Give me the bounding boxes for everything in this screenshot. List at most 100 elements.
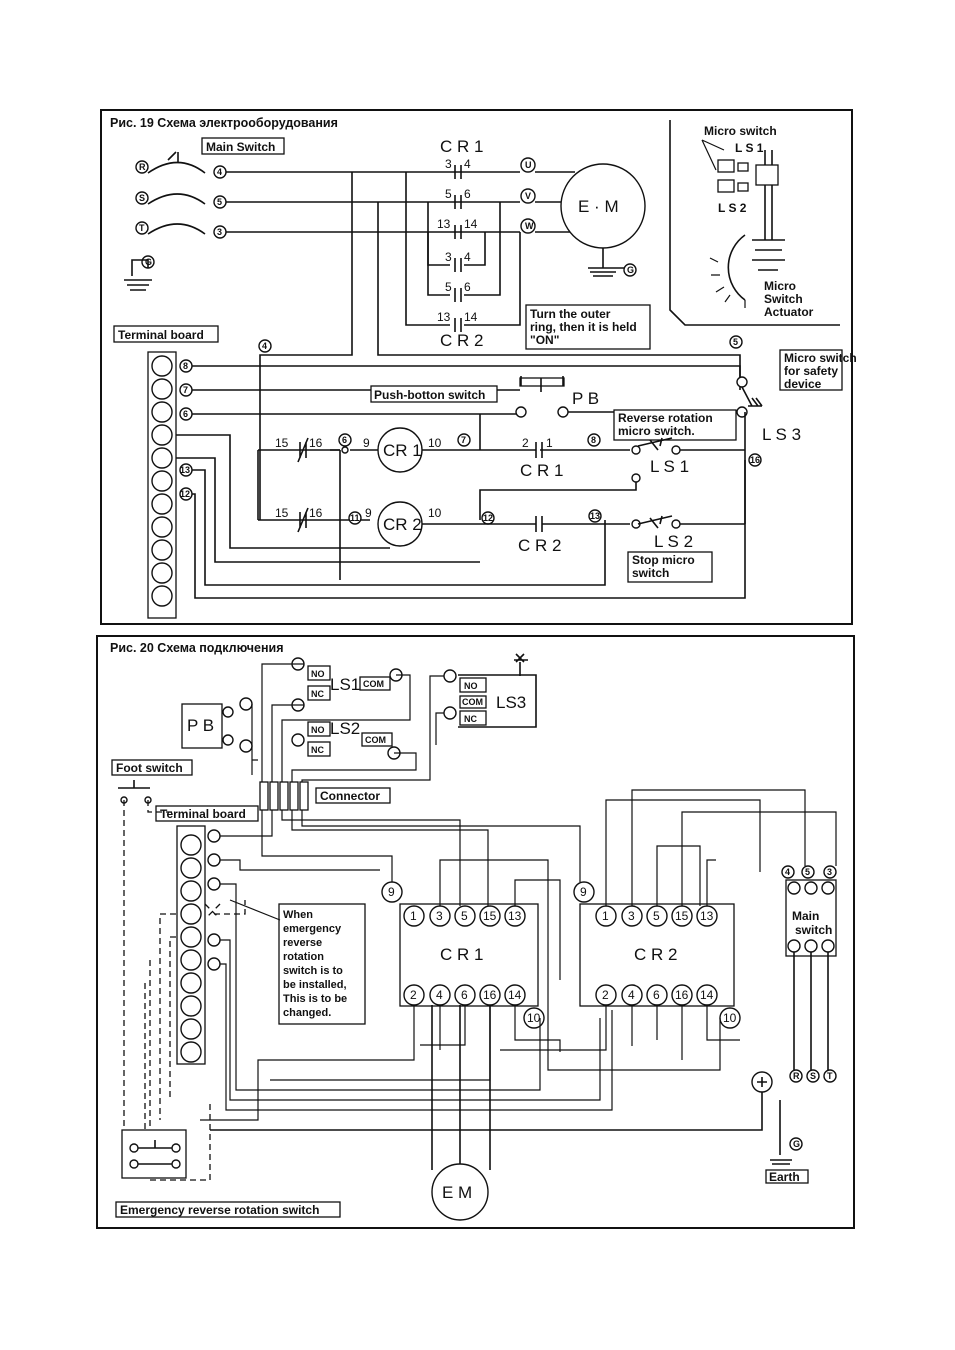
push-button-label: Push-botton switch (374, 388, 485, 402)
ls2-label: LS2 (330, 719, 360, 738)
note-6: be installed, (283, 979, 347, 991)
cr1-c2: 2 (522, 436, 529, 450)
main-term-3: 3 (217, 227, 222, 237)
ls2-com: COM (365, 735, 386, 745)
cr2-10: 10 (428, 506, 442, 520)
stop-2: switch (632, 566, 669, 580)
svg-text:2: 2 (410, 988, 417, 1002)
ls3-nc: NC (464, 714, 477, 724)
reverse-1: Reverse rotation (618, 411, 713, 425)
emergency-label: Emergency reverse rotation switch (120, 1203, 319, 1217)
c13: 13 (437, 217, 451, 231)
cr1-contact-label: C R 1 (520, 461, 563, 480)
svg-text:16: 16 (675, 988, 689, 1002)
motor-term-u: U (525, 160, 532, 170)
ls1-no: NO (311, 669, 325, 679)
tb-6: 6 (183, 409, 188, 419)
c14: 14 (464, 217, 478, 231)
stop-1: Stop micro (632, 553, 695, 567)
cr1-top-label: C R 1 (440, 137, 483, 156)
safety-3: device (784, 377, 822, 391)
ground-label: G (627, 265, 634, 275)
fig20-frame (96, 635, 855, 1229)
pb-label: P B (572, 389, 599, 408)
motor-term-v: V (525, 191, 531, 201)
cr2-coil-10: 10 (723, 1011, 737, 1025)
c14b: 14 (464, 310, 478, 324)
tb-13: 13 (180, 465, 190, 475)
fig19-terminal-circles (151, 355, 173, 607)
micro-switch-label: Micro switch (704, 124, 777, 138)
c5b: 5 (445, 280, 452, 294)
main-term-4: 4 (217, 167, 222, 177)
svg-text:4: 4 (785, 867, 790, 877)
svg-text:4: 4 (436, 988, 443, 1002)
ls1-label: LS1 (330, 675, 360, 694)
svg-text:1: 1 (602, 909, 609, 923)
svg-text:5: 5 (805, 867, 810, 877)
cr2-contact-label: C R 2 (518, 536, 561, 555)
rst-r: R (793, 1071, 800, 1081)
svg-text:6: 6 (461, 988, 468, 1002)
fig19-terminal-board: Terminal board (118, 328, 204, 342)
svg-text:6: 6 (653, 988, 660, 1002)
figure-19-electrical-schematic: Рис. 19 Схема электрооборудования Main S… (100, 109, 857, 625)
cr2-node-13: 13 (590, 511, 600, 521)
fig20-motor-label: E M (442, 1183, 472, 1202)
cr1-coil-10: 10 (527, 1011, 541, 1025)
ls1-com: COM (363, 679, 384, 689)
fig19-frame (100, 109, 853, 625)
note-2: emergency (283, 923, 342, 935)
node-4: 4 (262, 341, 267, 351)
cr1-node-7: 7 (461, 435, 466, 445)
svg-text:14: 14 (508, 988, 522, 1002)
ls2-nc: NC (311, 745, 324, 755)
ls1-nc: NC (311, 689, 324, 699)
c5: 5 (445, 187, 452, 201)
earth-g: G (793, 1139, 800, 1149)
cr2-top-terminals: 1 3 5 15 13 (595, 905, 718, 927)
turn-note-2: ring, then it is held (530, 320, 637, 334)
ls2-no: NO (311, 725, 325, 735)
rst-s: S (810, 1071, 816, 1081)
cr1-10: 10 (428, 436, 442, 450)
c6: 6 (464, 187, 471, 201)
main-switch-label: Main Switch (206, 140, 275, 154)
note-3: reverse (283, 937, 322, 949)
cr1-node-8: 8 (591, 435, 596, 445)
cr1-top-terminals: 1 3 5 15 13 (403, 905, 526, 927)
reverse-2: micro switch. (618, 424, 695, 438)
cr1-c1: 1 (546, 436, 553, 450)
cr2-node-11: 11 (350, 513, 360, 523)
c4b: 4 (464, 250, 471, 264)
cr2-coil-label: CR 2 (383, 515, 422, 534)
main-switch-1: Main (792, 909, 819, 923)
svg-text:14: 14 (700, 988, 714, 1002)
phase-r: R (139, 162, 146, 172)
connector-label: Connector (320, 789, 380, 803)
svg-text:3: 3 (628, 909, 635, 923)
ls3-no: NO (464, 681, 478, 691)
cr2-nc-16: 16 (309, 506, 323, 520)
fig20-terminal-board: Terminal board (160, 807, 246, 821)
cr1-coil-9: 9 (388, 885, 395, 899)
cr1-nc-15: 15 (275, 436, 289, 450)
c3: 3 (445, 157, 452, 171)
motor-label: E · M (578, 197, 619, 216)
fig20-caption: Рис. 20 Схема подключения (110, 641, 284, 655)
ls3-label: LS3 (496, 693, 526, 712)
cr2-coil-9: 9 (580, 885, 587, 899)
note-5: switch is to (283, 965, 343, 977)
phase-s: S (139, 193, 145, 203)
fig20-cr2-label: C R 2 (634, 945, 677, 964)
node-16: 16 (750, 455, 760, 465)
rst-t: T (827, 1071, 833, 1081)
cr1-nc-16: 16 (309, 436, 323, 450)
phase-t: T (139, 223, 145, 233)
tb-8: 8 (183, 361, 188, 371)
fig20-terminal-circles (180, 834, 202, 1063)
c6b: 6 (464, 280, 471, 294)
cr1-node-6: 6 (342, 435, 347, 445)
svg-text:2: 2 (602, 988, 609, 1002)
